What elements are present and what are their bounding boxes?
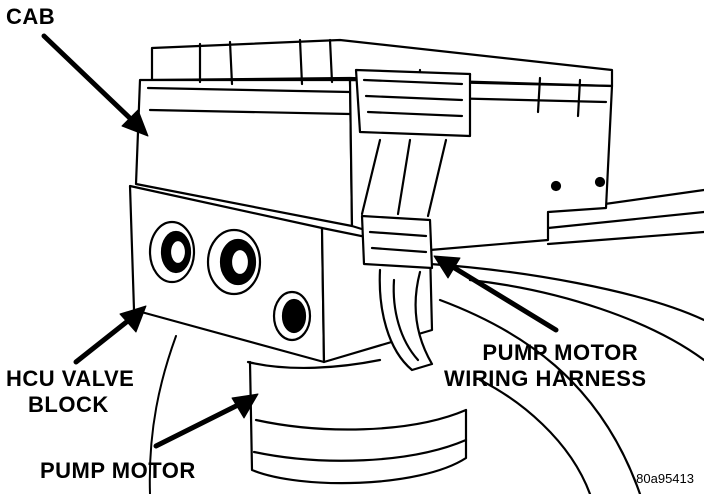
cab-callout-arrow bbox=[41, 33, 149, 137]
pump-motor-harness-label-line2: WIRING HARNESS bbox=[444, 366, 647, 391]
hcu-valve-block-label-line2: BLOCK bbox=[28, 392, 109, 417]
hcu-port-right bbox=[272, 290, 312, 342]
callout-arrows[interactable] bbox=[41, 33, 559, 449]
hcu-port-middle bbox=[206, 228, 262, 296]
hcu-valve-block-label-line1: HCU VALVE bbox=[6, 366, 135, 391]
pump-motor bbox=[246, 358, 468, 485]
pump-motor-harness-label-line1: PUMP MOTOR bbox=[482, 340, 639, 365]
hcu-valve-block bbox=[128, 184, 434, 364]
harness-callout-arrow bbox=[433, 255, 559, 333]
pump-motor-harness-label: PUMP MOTOR WIRING HARNESS bbox=[444, 342, 647, 390]
cab-label: CAB bbox=[6, 4, 56, 29]
pump-motor-harness bbox=[360, 138, 448, 372]
figure-id: 80a95413 bbox=[636, 471, 694, 486]
pump-motor-callout-arrow bbox=[153, 393, 259, 449]
hcu-callout-arrow bbox=[73, 305, 147, 365]
hcu-port-left bbox=[148, 220, 196, 284]
cab-module bbox=[134, 38, 614, 252]
hcu-valve-block-label: HCU VALVE BLOCK bbox=[6, 368, 134, 416]
background-mount-lines bbox=[148, 188, 704, 494]
pump-motor-label: PUMP MOTOR bbox=[40, 458, 196, 483]
